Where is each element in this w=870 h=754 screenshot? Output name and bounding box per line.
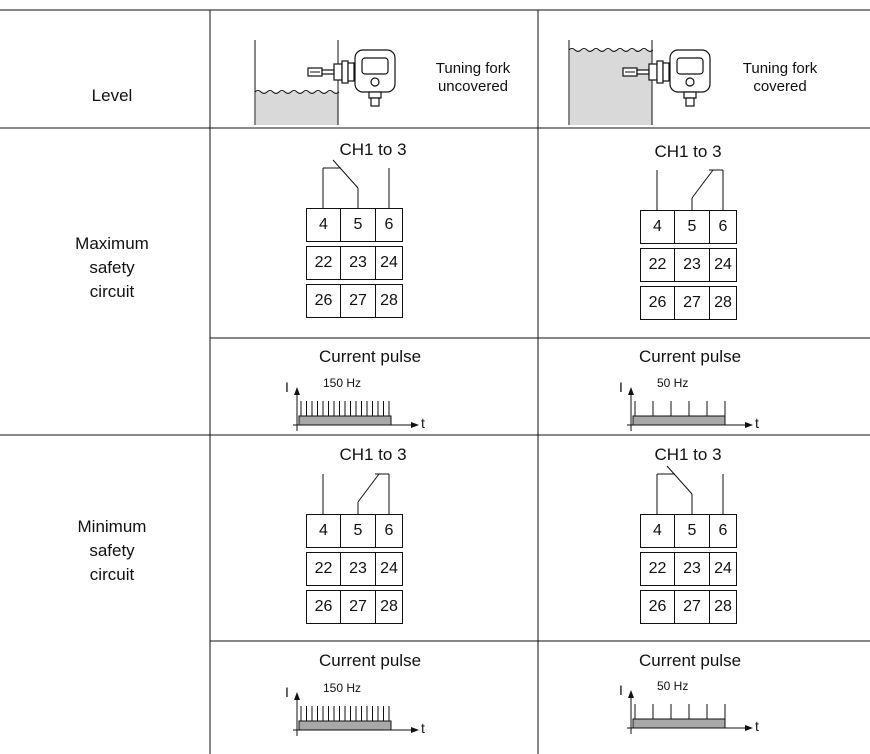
min-uncovered-terminal-5: 5 (340, 514, 376, 548)
min-covered-terminal-26: 26 (640, 590, 675, 624)
max-covered-x-arrow (745, 422, 753, 428)
max-covered-terminal-22: 22 (640, 248, 675, 282)
max-uncovered-terminal-6: 6 (375, 208, 403, 242)
min-uncovered-terminal-28: 28 (375, 590, 403, 624)
ch-title-min-covered: CH1 to 3 (654, 445, 722, 464)
max-covered-terminal-24: 24 (709, 248, 737, 282)
min-covered-terminal-23: 23 (674, 552, 710, 586)
tank-covered-wave (568, 48, 654, 52)
min-uncovered-terminal-24: 24 (375, 552, 403, 586)
max-uncovered-terminal-5: 5 (340, 208, 376, 242)
max-uncovered-y-arrow (294, 387, 300, 395)
min-covered-terminal-28: 28 (709, 590, 737, 624)
min-uncovered-terminal-27: 27 (340, 590, 376, 624)
min-uncovered-pulse-bar (298, 720, 392, 731)
min-covered-relay-switch (666, 465, 693, 495)
max-covered-terminal-28: 28 (709, 286, 737, 320)
min-uncovered-terminal-22: 22 (306, 552, 341, 586)
min-covered-time-axis-label: t (755, 718, 759, 734)
min-covered-frequency-label: 50 Hz (657, 679, 689, 693)
max-uncovered-terminal-28: 28 (375, 284, 403, 318)
min-covered-terminal-27: 27 (674, 590, 710, 624)
max-uncovered-frequency-label: 150 Hz (323, 376, 362, 390)
max-covered-pulse-bar (632, 415, 726, 426)
max-uncovered-relay-switch (332, 159, 359, 189)
ch-title-min-uncovered: CH1 to 3 (339, 445, 407, 464)
ch-title-max-covered: CH1 to 3 (654, 142, 722, 161)
tank-uncovered-liquid (256, 92, 338, 125)
min-covered-y-arrow (628, 690, 634, 698)
tuning-fork-covered-icon (622, 49, 711, 107)
min-uncovered-terminal-26: 26 (306, 590, 341, 624)
pulse-title-max-uncovered: Current pulse (318, 347, 422, 366)
pulse-title-max-covered: Current pulse (638, 347, 742, 366)
min-uncovered-y-arrow (294, 692, 300, 700)
min-covered-terminal-24: 24 (709, 552, 737, 586)
max-uncovered-time-axis-label: t (421, 415, 425, 431)
max-covered-time-axis-label: t (755, 415, 759, 431)
max-covered-terminal-6: 6 (709, 210, 737, 244)
max-uncovered-terminal-22: 22 (306, 246, 341, 280)
min-covered-x-arrow (745, 725, 753, 731)
level-header: Level (91, 86, 133, 105)
max-uncovered-terminal-23: 23 (340, 246, 376, 280)
max-uncovered-terminal-27: 27 (340, 284, 376, 318)
max-covered-terminal-26: 26 (640, 286, 675, 320)
min-uncovered-current-axis-label: I (285, 684, 289, 700)
max-uncovered-pulse-bar (298, 415, 392, 426)
min-covered-current-axis-label: I (619, 682, 623, 698)
max-covered-terminal-5: 5 (674, 210, 710, 244)
min-uncovered-terminal-4: 4 (306, 514, 341, 548)
tank-covered-liquid (570, 50, 652, 125)
max-covered-y-arrow (628, 387, 634, 395)
min-covered-terminal-22: 22 (640, 552, 675, 586)
max-uncovered-x-arrow (411, 422, 419, 428)
max-covered-relay-switch (691, 169, 714, 199)
max-uncovered-terminal-4: 4 (306, 208, 341, 242)
max-covered-terminal-23: 23 (674, 248, 710, 282)
min-covered-pulse-bar (632, 718, 726, 729)
min-uncovered-terminal-23: 23 (340, 552, 376, 586)
min-covered-terminal-5: 5 (674, 514, 710, 548)
max-covered-current-axis-label: I (619, 379, 623, 395)
max-uncovered-current-axis-label: I (285, 379, 289, 395)
min-covered-terminal-6: 6 (709, 514, 737, 548)
pulse-title-min-uncovered: Current pulse (318, 651, 422, 670)
min-uncovered-terminal-6: 6 (375, 514, 403, 548)
max-uncovered-terminal-24: 24 (375, 246, 403, 280)
max-covered-frequency-label: 50 Hz (657, 376, 689, 390)
min-uncovered-frequency-label: 150 Hz (323, 681, 362, 695)
min-covered-terminal-4: 4 (640, 514, 675, 548)
min-uncovered-time-axis-label: t (421, 720, 425, 736)
max-uncovered-terminal-26: 26 (306, 284, 341, 318)
min-uncovered-relay-switch (357, 473, 380, 503)
min-uncovered-x-arrow (411, 727, 419, 733)
tank-uncovered-wave (254, 90, 340, 94)
tuning-fork-uncovered-icon (307, 49, 396, 107)
max-covered-terminal-4: 4 (640, 210, 675, 244)
pulse-title-min-covered: Current pulse (638, 651, 742, 670)
max-covered-terminal-27: 27 (674, 286, 710, 320)
ch-title-max-uncovered: CH1 to 3 (339, 140, 407, 159)
